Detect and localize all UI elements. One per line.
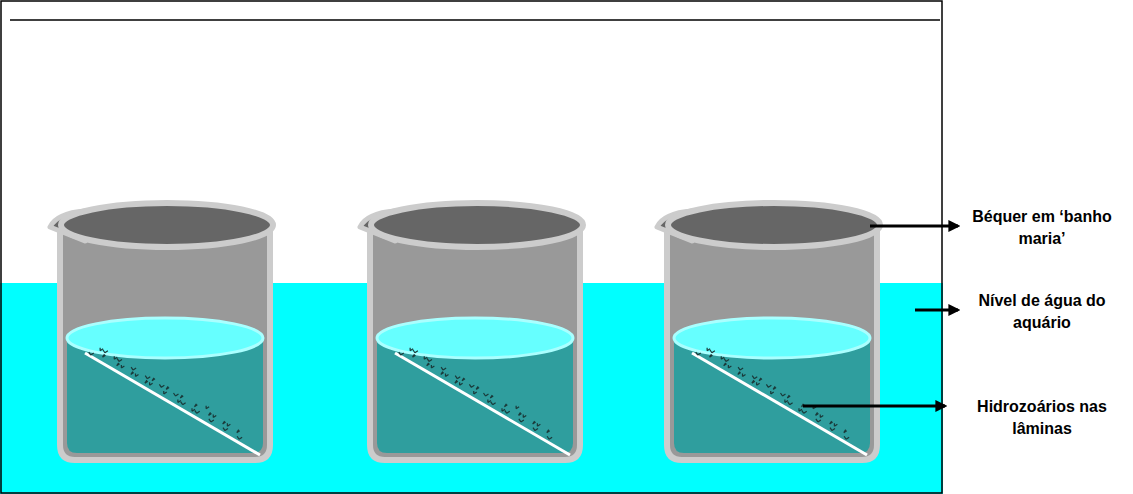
callout-label: Béquer em ‘banho maria’ xyxy=(954,206,1130,250)
callout-label: Hidrozoários nas lâminas xyxy=(954,396,1130,440)
beaker xyxy=(657,203,880,460)
beaker xyxy=(360,203,583,460)
callout-label: Nível de água do aquário xyxy=(954,290,1130,334)
leader-arrow xyxy=(803,405,945,408)
beaker xyxy=(50,203,273,460)
leader-arrow xyxy=(915,309,958,312)
leader-arrow xyxy=(870,225,958,228)
